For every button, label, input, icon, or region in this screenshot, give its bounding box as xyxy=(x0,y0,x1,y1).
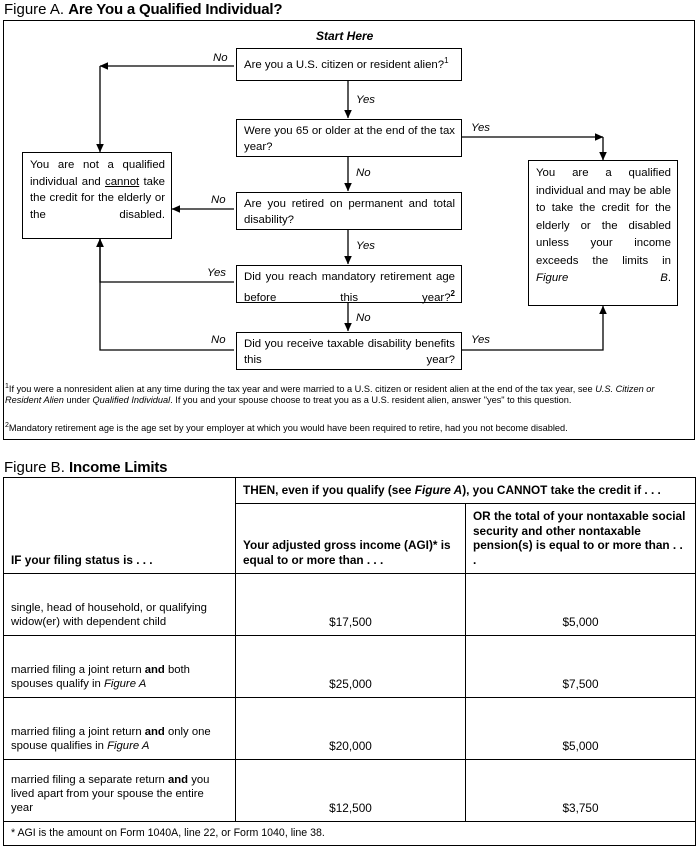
question-box-age65: Were you 65 or older at the end of the t… xyxy=(236,119,462,157)
figure-a-caption: Figure A. Are You a Qualified Individual… xyxy=(4,1,283,18)
figure-a-footnote-1: 1If you were a nonresident alien at any … xyxy=(5,381,693,407)
agi-footnote: * AGI is the amount on Form 1040A, line … xyxy=(2,821,697,846)
question-box-citizen: Are you a U.S. citizen or resident alien… xyxy=(236,48,462,81)
edge-label-q3-no: No xyxy=(211,194,226,206)
question-citizen-text: Are you a U.S. citizen or resident alien… xyxy=(244,58,445,71)
edge-label-q1-no: No xyxy=(213,52,228,64)
cell-nontaxable-limit: $7,500 xyxy=(464,635,697,698)
cell-filing-status: married filing a joint return and both s… xyxy=(3,635,236,698)
then-clause-part1: THEN, even if you qualify (see xyxy=(243,483,415,497)
footnote-ref-2: 2 xyxy=(450,288,455,298)
question-taxable-disability-benefits-text: Did you receive taxable disability benef… xyxy=(244,338,455,366)
footnote-1-marker: 1 xyxy=(5,383,9,390)
table-header-row-columns: IF your filing status is . . . Your adju… xyxy=(3,503,697,574)
status-text-bold: and xyxy=(167,774,189,786)
edge-label-q1-yes: Yes xyxy=(356,94,375,106)
status-text-plain: married filing a joint return xyxy=(11,726,145,738)
qualified-text-part2: . xyxy=(667,272,671,284)
header-cell-agi: Your adjusted gross income (AGI)* is equ… xyxy=(235,503,466,574)
edge-label-q3-yes: Yes xyxy=(356,240,375,252)
cell-filing-status: single, head of household, or qualifying… xyxy=(3,573,236,636)
question-disability-retired-text: Are you retired on permanent and total d… xyxy=(244,198,455,226)
footnote-1-text-part2: under xyxy=(63,395,93,406)
footnote-2-marker: 2 xyxy=(5,422,9,429)
header-cell-empty xyxy=(3,477,236,504)
header-cell-filing-status: IF your filing status is . . . xyxy=(3,503,236,574)
cell-filing-status: married filing a joint return and only o… xyxy=(3,697,236,760)
edge-label-q5-yes: Yes xyxy=(471,334,490,346)
figure-a-title: Are You a Qualified Individual? xyxy=(68,1,283,18)
edge-label-q4-yes: Yes xyxy=(207,267,226,279)
not-qualified-text-part2: take the credit for the elderly or the d… xyxy=(30,175,166,221)
status-text-bold: and xyxy=(144,726,165,738)
outcome-box-not-qualified: You are not a qualified individual and c… xyxy=(22,152,172,239)
footnote-1-italic-1: U.S. Citizen or Resident Alien xyxy=(5,384,655,406)
status-text-tail: only one spouse qualifies in xyxy=(11,726,211,752)
figure-b-title: Income Limits xyxy=(69,459,168,476)
figure-a-label: Figure A. xyxy=(4,1,65,18)
edge-label-q2-no: No xyxy=(356,167,371,179)
status-text-italic: Figure A xyxy=(103,678,147,690)
not-qualified-cannot-emphasis: cannot xyxy=(105,175,140,188)
table-row: single, head of household, or qualifying… xyxy=(3,573,697,636)
qualified-text-part1: You are a qualified individual and may b… xyxy=(536,167,671,267)
figure-b-label: Figure B. xyxy=(4,459,65,476)
edge-label-q2-yes: Yes xyxy=(471,122,490,134)
cell-agi-limit: $12,500 xyxy=(235,759,466,822)
edge-label-q4-no: No xyxy=(356,312,371,324)
question-box-taxable-disability-benefits: Did you receive taxable disability benef… xyxy=(236,332,462,370)
start-here-label: Start Here xyxy=(316,29,374,43)
question-box-mandatory-retirement: Did you reach mandatory retirement age b… xyxy=(236,265,462,303)
cell-agi-limit: $25,000 xyxy=(235,635,466,698)
then-clause-figure-a-reference: Figure A xyxy=(414,483,463,497)
edge-label-q5-no: No xyxy=(211,334,226,346)
status-text-tail: both spouses qualify in xyxy=(11,664,190,690)
table-row: married filing a separate return and you… xyxy=(3,759,697,822)
table-footnote-row: * AGI is the amount on Form 1040A, line … xyxy=(2,821,697,846)
cell-nontaxable-limit: $5,000 xyxy=(464,697,697,760)
then-clause-part2: ), you CANNOT take the credit if . . . xyxy=(462,483,661,497)
cell-nontaxable-limit: $3,750 xyxy=(464,759,697,822)
question-age65-text: Were you 65 or older at the end of the t… xyxy=(244,125,455,153)
status-text-plain: married filing a joint return xyxy=(11,664,145,676)
figure-b-caption: Figure B. Income Limits xyxy=(4,459,167,476)
footnote-1-italic-2: Qualified Individual xyxy=(92,395,171,406)
qualified-figure-b-reference: Figure B xyxy=(536,272,668,284)
question-mandatory-retirement-text: Did you reach mandatory retirement age b… xyxy=(244,271,455,304)
status-text-bold: and xyxy=(144,664,165,676)
status-text-plain: single, head of household, or qualifying… xyxy=(11,602,207,628)
footnote-1-text-part3: . If you and your spouse choose to treat… xyxy=(170,395,572,406)
table-row: married filing a joint return and both s… xyxy=(3,635,697,698)
footnote-ref-1: 1 xyxy=(444,56,449,65)
status-text-italic: Figure A xyxy=(107,740,150,752)
not-qualified-text-part1: You are not a qualified individual and xyxy=(30,159,165,188)
cell-agi-limit: $17,500 xyxy=(235,573,466,636)
header-cell-then-clause: THEN, even if you qualify (see Figure A)… xyxy=(234,477,697,504)
cell-agi-limit: $20,000 xyxy=(235,697,466,760)
table-row: married filing a joint return and only o… xyxy=(3,697,697,760)
figure-a-footnote-2: 2Mandatory retirement age is the age set… xyxy=(5,420,693,434)
income-limits-table: THEN, even if you qualify (see Figure A)… xyxy=(2,477,697,846)
cell-nontaxable-limit: $5,000 xyxy=(464,573,697,636)
footnote-2-text: Mandatory retirement age is the age set … xyxy=(8,423,568,434)
question-box-disability-retired: Are you retired on permanent and total d… xyxy=(236,192,462,230)
status-text-tail: you lived apart from your spouse the ent… xyxy=(11,774,210,814)
cell-filing-status: married filing a separate return and you… xyxy=(3,759,236,822)
header-cell-nontaxable: OR the total of your nontaxable social s… xyxy=(464,503,697,574)
figure-a-frame xyxy=(3,20,695,440)
footnote-1-text-part1: If you were a nonresident alien at any t… xyxy=(8,384,596,395)
status-text-plain: married filing a separate return xyxy=(11,774,168,786)
outcome-box-qualified: You are a qualified individual and may b… xyxy=(528,160,678,306)
table-header-row-top: THEN, even if you qualify (see Figure A)… xyxy=(3,477,697,504)
